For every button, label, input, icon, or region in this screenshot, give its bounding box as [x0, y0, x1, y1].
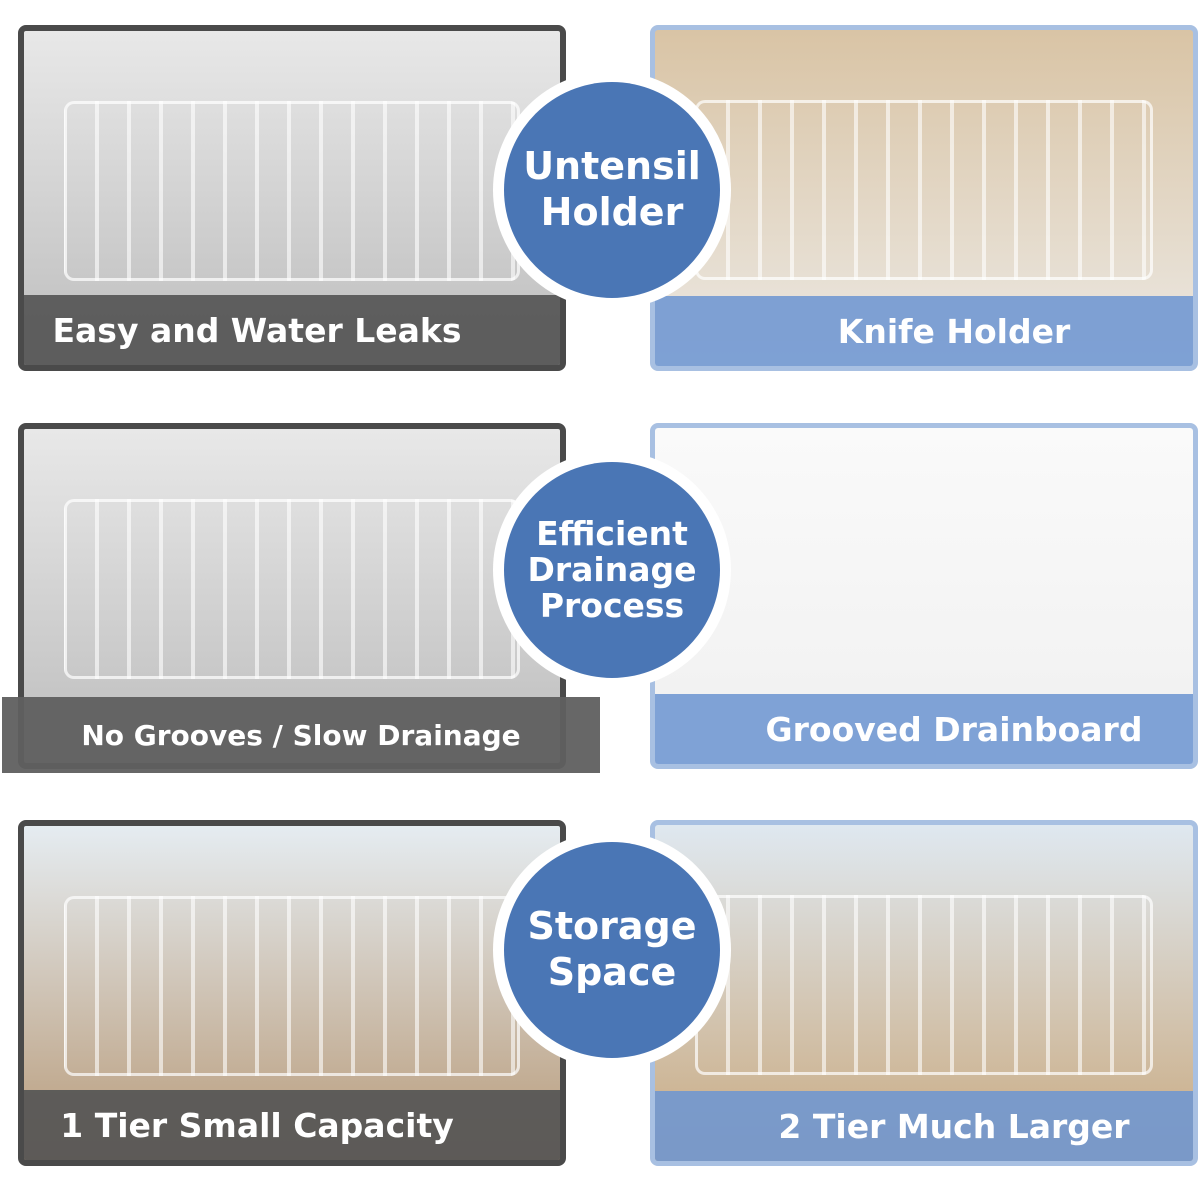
comparison-image-left-1: Easy and Water Leaks — [18, 25, 566, 371]
left-label-3: 1 Tier Small Capacity — [24, 1090, 560, 1160]
circle-text: Space — [547, 950, 677, 994]
left-label-1: Easy and Water Leaks — [24, 295, 560, 365]
right-label-1: Knife Holder — [655, 296, 1193, 366]
dish-rack-photo — [64, 499, 520, 679]
dish-rack-photo — [695, 895, 1153, 1075]
dish-rack-photo — [64, 896, 520, 1076]
circle-text: Efficient — [536, 513, 688, 553]
comparison-image-right-3: 2 Tier Much Larger — [650, 820, 1198, 1166]
left-label-2: No Grooves / Slow Drainage — [2, 697, 600, 773]
circle-text: Holder — [540, 190, 684, 234]
circle-text: Process — [539, 586, 685, 626]
circle-text: Storage — [527, 904, 697, 949]
circle-text: Drainage — [527, 549, 697, 589]
circle-text: Untensil — [523, 144, 701, 189]
dish-rack-photo — [695, 100, 1153, 280]
comparison-image-right-1: Knife Holder — [650, 25, 1198, 371]
right-label-3: 2 Tier Much Larger — [655, 1091, 1193, 1161]
right-label-2: Grooved Drainboard — [655, 694, 1193, 764]
dish-rack-photo — [64, 101, 520, 281]
comparison-image-right-2: Grooved Drainboard — [650, 423, 1198, 769]
comparison-image-left-3: 1 Tier Small Capacity — [18, 820, 566, 1166]
